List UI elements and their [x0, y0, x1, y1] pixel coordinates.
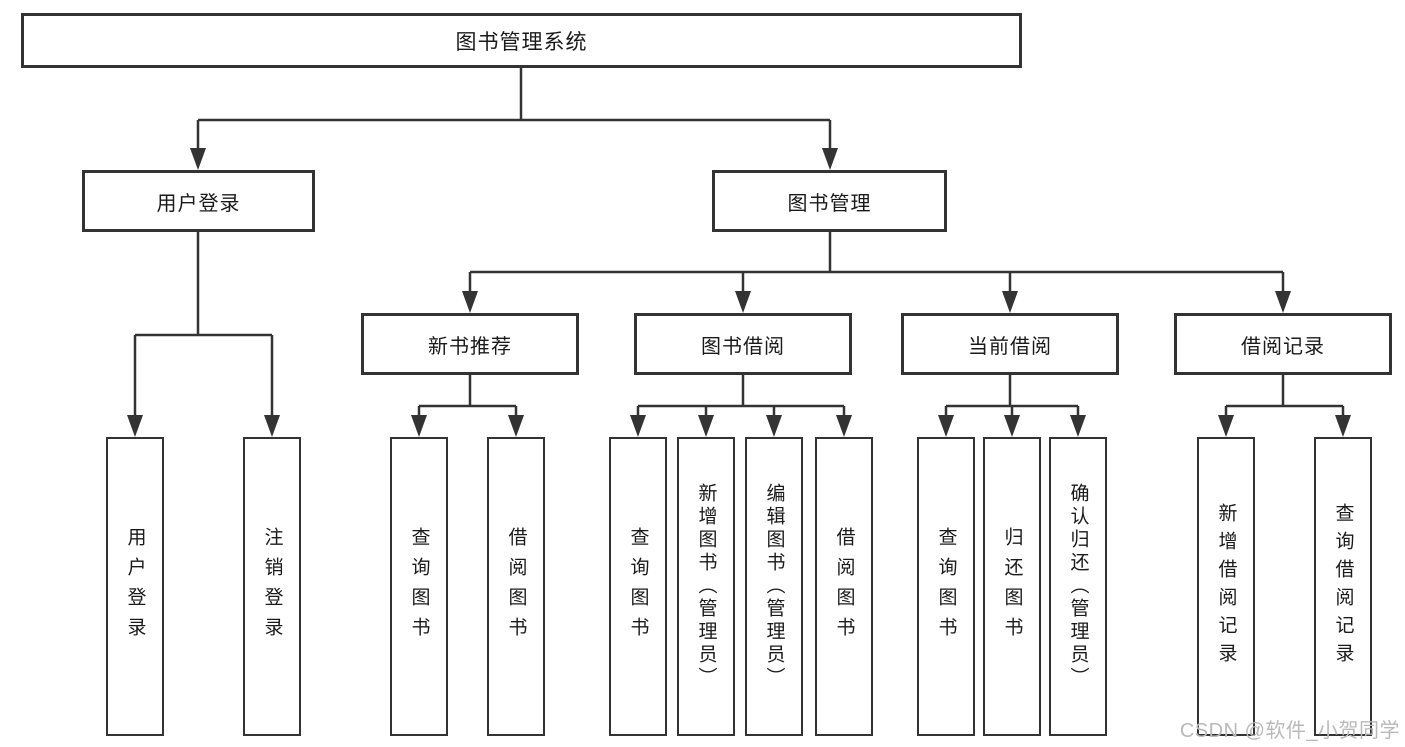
leaf-return-books: 归还图书: [983, 437, 1041, 736]
node-library-system: 图书管理系统: [21, 13, 1022, 68]
leaf-query-books-2: 查询图书: [609, 437, 667, 736]
node-book-borrow: 图书借阅: [634, 313, 852, 375]
node-borrow-record: 借阅记录: [1174, 313, 1392, 375]
node-user-login: 用户登录: [82, 170, 315, 232]
node-current-borrow: 当前借阅: [901, 313, 1119, 375]
arrowheads: [127, 148, 1351, 437]
node-book-management: 图书管理: [712, 170, 947, 232]
leaf-confirm-return-admin: 确认归还（管理员）: [1049, 437, 1107, 736]
leaf-query-borrow-record: 查询借阅记录: [1314, 437, 1372, 736]
leaf-edit-books-admin: 编辑图书（管理员）: [745, 437, 803, 736]
leaf-borrow-books-2: 借阅图书: [815, 437, 873, 736]
leaf-user-login: 用户登录: [106, 437, 164, 736]
leaf-borrow-books: 借阅图书: [487, 437, 545, 736]
leaf-add-books-admin: 新增图书（管理员）: [677, 437, 735, 736]
csdn-watermark: CSDN @软件_小贺同学: [1179, 720, 1400, 742]
leaf-logout: 注销登录: [243, 437, 301, 736]
leaf-query-books-3: 查询图书: [917, 437, 975, 736]
leaf-add-borrow-record: 新增借阅记录: [1197, 437, 1255, 736]
leaf-query-books: 查询图书: [390, 437, 448, 736]
node-new-book-recommend: 新书推荐: [361, 313, 579, 375]
